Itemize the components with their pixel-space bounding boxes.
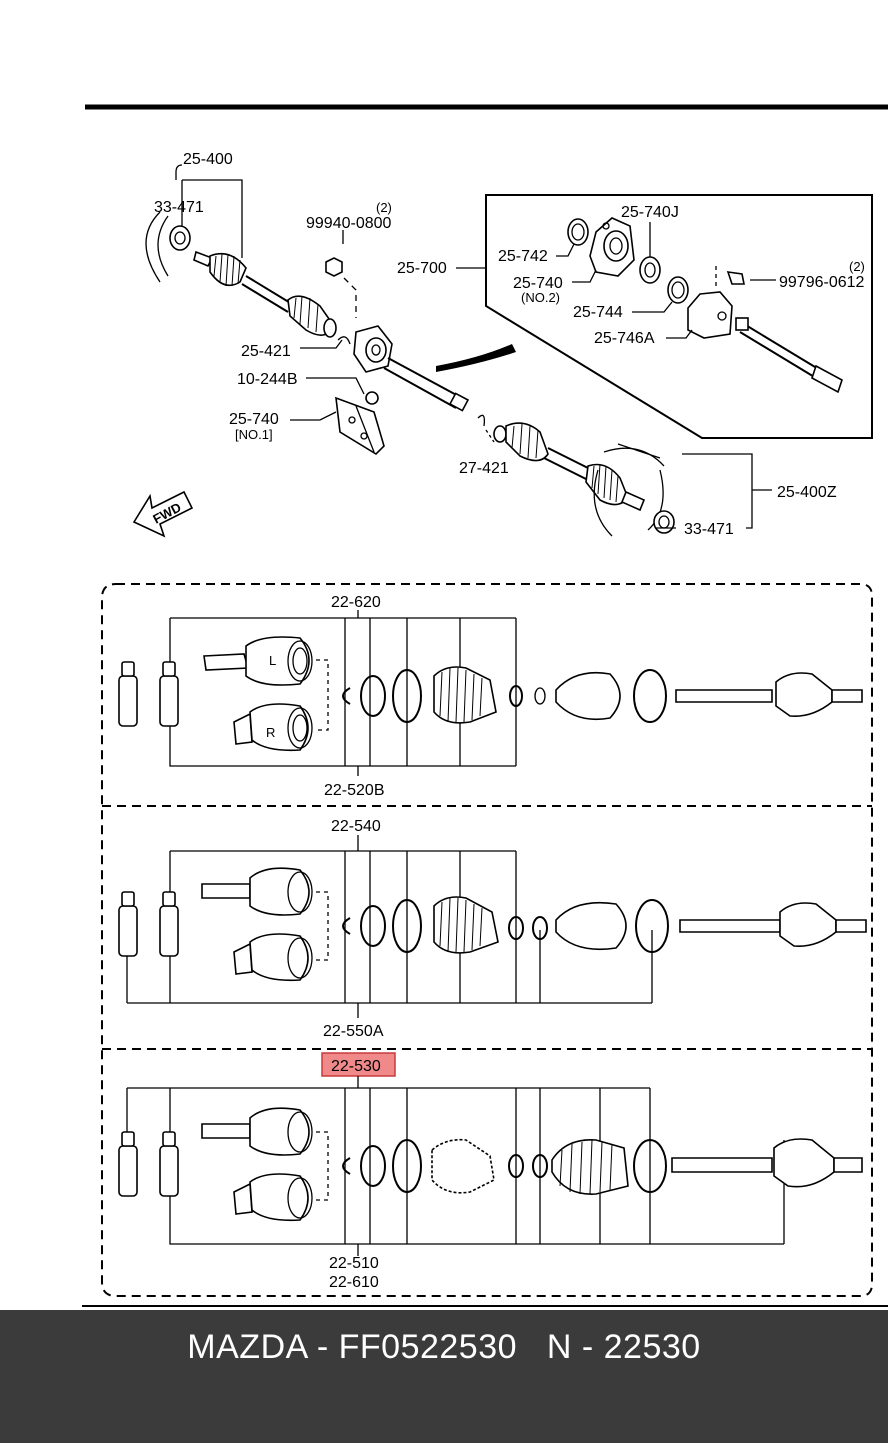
label-22-510: 22-510 <box>329 1255 379 1272</box>
label-22-620: 22-620 <box>331 594 381 611</box>
label-33-471-top: 33-471 <box>154 199 204 216</box>
fwd-arrow-icon <box>132 490 194 538</box>
label-22-550a: 22-550A <box>323 1023 384 1040</box>
inner-boot-left <box>287 295 337 338</box>
outer-boot-right <box>585 463 629 506</box>
assembly-view: 25-400 33-471 (2) 99940-0800 25-700 25-7… <box>132 151 873 538</box>
label-22-540: 22-540 <box>331 818 381 835</box>
parts-diagram: 25-400 33-471 (2) 99940-0800 25-700 25-7… <box>82 104 888 1307</box>
label-25-744: 25-744 <box>573 304 623 321</box>
label-25-746a: 25-746A <box>594 330 655 347</box>
label-25-700: 25-700 <box>397 260 447 277</box>
mark-l: L <box>269 653 276 668</box>
bracket-no2 <box>589 217 635 277</box>
label-25-742: 25-742 <box>498 248 548 265</box>
label-25-400z: 25-400Z <box>777 484 837 501</box>
label-25-740-no2: 25-740 <box>513 275 563 292</box>
label-qty-bolt: (2) <box>849 259 865 274</box>
kit-panel-3: 22-530 22-510 22-610 <box>118 1052 863 1291</box>
inner-joint-right <box>493 422 549 462</box>
label-25-740j: 25-740J <box>621 204 679 221</box>
label-22-530: 22-530 <box>331 1058 381 1075</box>
label-10-244b: 10-244B <box>237 371 298 388</box>
label-22-610: 22-610 <box>329 1274 379 1291</box>
grease-tube <box>118 661 179 727</box>
kit-panel-1: L R 22-620 22-520B <box>118 594 863 799</box>
detail-box <box>485 194 873 439</box>
bracket-no1 <box>335 396 385 456</box>
label-25-740-no1: 25-740 <box>229 411 279 428</box>
seal-25-742 <box>567 218 589 246</box>
label-27-421: 27-421 <box>459 460 509 477</box>
grease-tube <box>118 891 179 957</box>
label-no2: (NO.2) <box>521 290 560 305</box>
label-25-400: 25-400 <box>183 151 233 168</box>
grease-tube <box>118 1131 179 1197</box>
kit-panels-border <box>101 583 873 1297</box>
part-number-caption: MAZDA - FF0522530 N - 22530 <box>187 1328 701 1366</box>
fwd-label: FWD <box>150 500 183 527</box>
outer-boot-left <box>209 252 247 287</box>
label-33-471-bottom: 33-471 <box>684 521 734 538</box>
center-bearing <box>353 325 393 373</box>
label-qty-nut: (2) <box>376 200 392 215</box>
footer-bar: MAZDA - FF0522530 N - 22530 <box>0 1310 888 1443</box>
label-22-520b: 22-520B <box>324 782 385 799</box>
kit-panel-2: 22-540 22-550A <box>118 818 867 1040</box>
seal-25-744 <box>667 276 689 304</box>
bracket-25-746a <box>687 291 733 339</box>
label-99796-0612: 99796-0612 <box>779 274 865 291</box>
bearing-25-740j <box>639 256 661 284</box>
label-no1: [NO.1] <box>235 427 273 442</box>
label-99940-0800: 99940-0800 <box>306 215 392 232</box>
label-25-421: 25-421 <box>241 343 291 360</box>
mark-r: R <box>266 725 275 740</box>
